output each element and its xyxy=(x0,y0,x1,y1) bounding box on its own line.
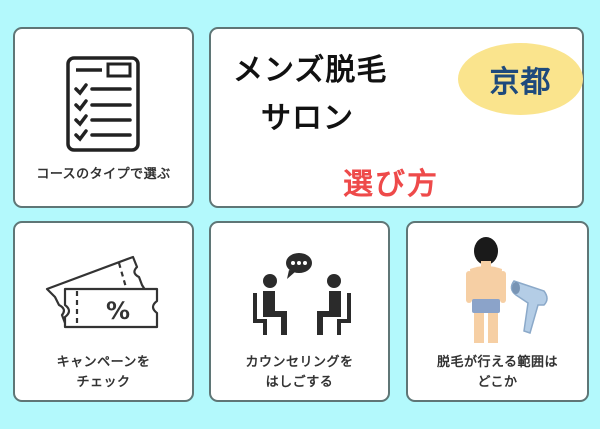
checklist-icon xyxy=(66,56,140,152)
card-counseling[interactable]: カウンセリングを はしごする xyxy=(209,221,390,402)
discount-ticket-icon: % xyxy=(45,255,159,329)
card-course-type[interactable]: コースのタイプで選ぶ xyxy=(13,27,194,208)
location-badge-text: 京都 xyxy=(489,65,552,100)
hair-removal-body-icon xyxy=(466,237,548,343)
card-treatment-area[interactable]: 脱毛が行える範囲は どこか xyxy=(406,221,589,402)
card-label: コースのタイプで選ぶ xyxy=(36,167,171,182)
svg-text:%: % xyxy=(106,297,130,325)
subtitle: 選び方 xyxy=(343,167,439,202)
card-campaign[interactable]: % キャンペーンを チェック xyxy=(13,221,194,402)
location-badge: 京都 xyxy=(458,43,583,115)
card-label: キャンペーンを チェック xyxy=(56,355,151,390)
counseling-people-icon xyxy=(253,253,351,335)
title-line-2: サロン xyxy=(261,101,354,136)
card-label: カウンセリングを はしごする xyxy=(245,355,354,390)
title-card: メンズ脱毛 サロン 京都 選び方 xyxy=(209,27,584,208)
card-label: 脱毛が行える範囲は どこか xyxy=(436,355,559,390)
title-line-1: メンズ脱毛 xyxy=(233,53,388,88)
